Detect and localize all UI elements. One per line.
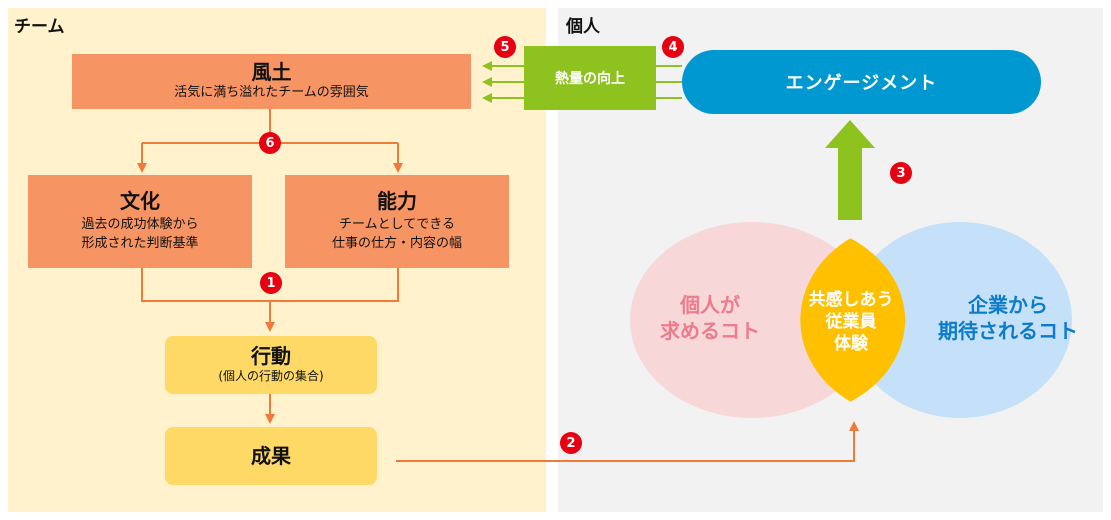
venn-left-line-2: 求めるコト [660,319,760,343]
culture-box: 風土 活気に満ち溢れたチームの雰囲気 [72,54,471,109]
team-section-title: チーム [14,17,65,37]
venn-right-label: 企業から 期待されるコト [918,292,1098,344]
venn-center-label: 共感しあう 従業員 体験 [790,289,912,355]
culture-subtitle: 活気に満ち溢れたチームの雰囲気 [174,85,369,101]
tradition-line-2: 形成された判断基準 [81,236,199,251]
venn-center-line-3: 体験 [834,334,868,355]
action-box: 行動 (個人の行動の集合) [165,336,377,394]
venn-right-line-1: 企業から [968,293,1048,317]
capability-line-2: 仕事の仕方・内容の幅 [331,236,462,251]
venn-circle-right [848,222,1072,418]
venn-right-line-2: 期待されるコト [938,319,1078,343]
venn-left-line-1: 個人が [680,293,740,317]
step-badge-6: 6 [259,132,281,154]
venn-circle-left [630,222,874,418]
step-badge-5: 5 [494,36,516,58]
tradition-box: 文化 過去の成功体験から 形成された判断基準 [28,175,252,268]
passion-arrows [482,61,682,103]
result-title: 成果 [251,444,291,468]
tradition-title: 文化 [120,189,160,214]
engagement-pill: エンゲージメント [682,50,1041,114]
culture-title: 風土 [251,60,292,85]
passion-box: 熱量の向上 [524,46,656,110]
venn-center-line-2: 従業員 [825,312,877,333]
action-title: 行動 [251,344,291,369]
venn-left-label: 個人が 求めるコト [640,292,780,344]
step-badge-1: 1 [260,272,282,294]
action-subtitle: (個人の行動の集合) [218,369,324,384]
capability-line-1: チームとしてできる [339,217,455,233]
venn-intersection [800,238,906,402]
individual-section-title: 個人 [566,17,600,37]
tradition-line-1: 過去の成功体験から [81,217,199,233]
step-badge-4: 4 [662,36,684,58]
step-badge-2: 2 [560,432,582,454]
result-box: 成果 [165,427,377,485]
venn-center-line-1: 共感しあう [808,290,894,310]
capability-title: 能力 [377,189,417,214]
capability-box: 能力 チームとしてできる 仕事の仕方・内容の幅 [285,175,509,268]
step-badge-3: 3 [890,162,912,184]
upward-arrow [825,120,875,220]
